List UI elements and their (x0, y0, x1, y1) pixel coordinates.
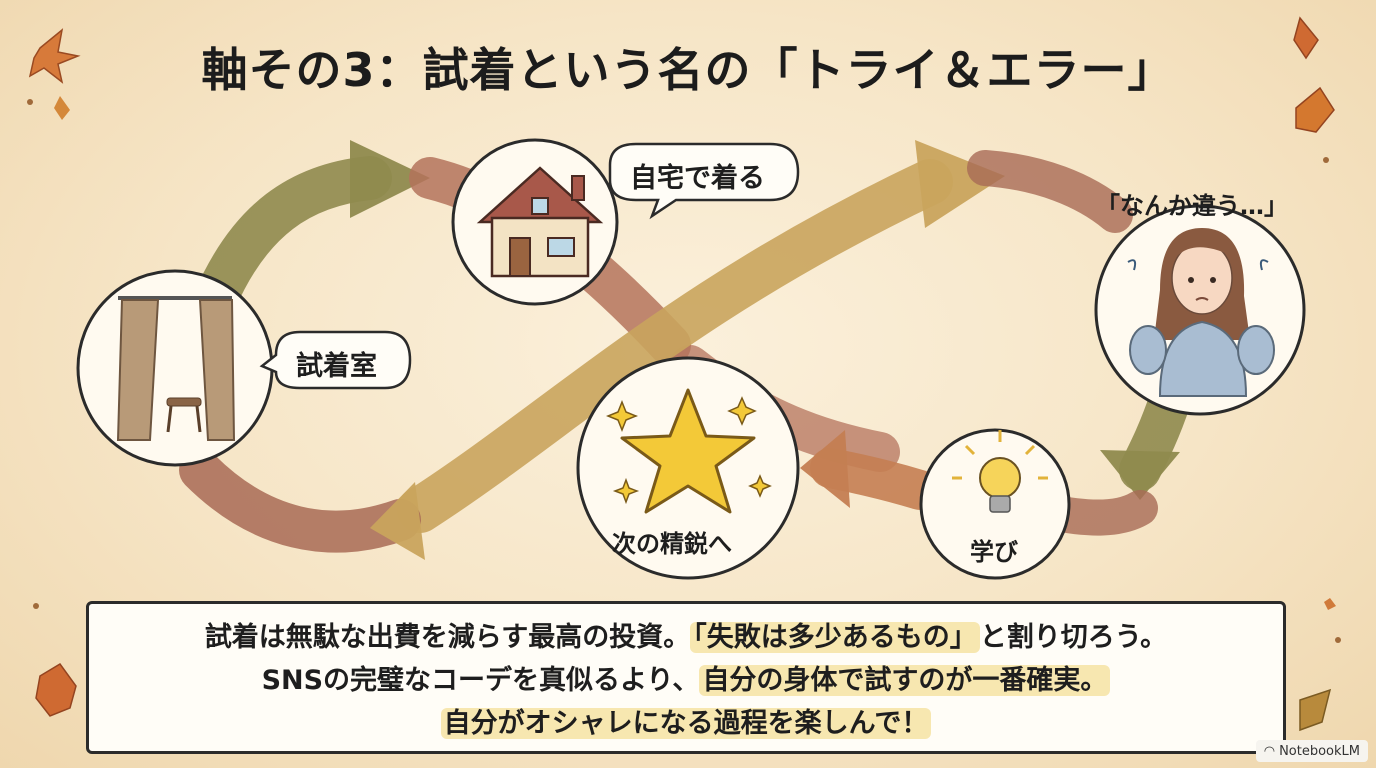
reaction-label: 「なんか違う…」 (1096, 192, 1288, 220)
house-icon (476, 166, 604, 278)
summary-text: と割り切ろう。 (979, 622, 1168, 653)
summary-line-2: SNSの完璧なコーデを真似るより、自分の身体で試すのが一番確実。 (89, 659, 1283, 702)
summary-highlight: 自分がオシャレになる過程を楽しんで！ (440, 708, 932, 739)
lightbulb-icon (952, 430, 1048, 513)
learning-label: 学び (970, 538, 1018, 566)
arrow-head-icon (1100, 450, 1180, 500)
slide-title: 軸その3：試着という名の「トライ＆エラー」 (201, 43, 1175, 97)
confused-woman-icon (1127, 228, 1275, 397)
badge-label: NotebookLM (1279, 743, 1360, 759)
arrow-head-icon (915, 140, 1005, 228)
speech-bubble (608, 142, 800, 220)
fitting-room-node (76, 269, 412, 467)
home-node (451, 138, 800, 306)
summary-box: 試着は無駄な出費を減らす最高の投資。「失敗は多少あるもの」と割り切ろう。 SNS… (86, 601, 1286, 754)
learning-node (919, 428, 1071, 580)
next-label: 次の精鋭へ (612, 530, 732, 558)
autumn-leaf-icon (27, 16, 1341, 732)
next-node (576, 356, 800, 580)
summary-line-3: 自分がオシャレになる過程を楽しんで！ (89, 702, 1283, 745)
summary-text: SNSの完璧なコーデを真似るより、 (261, 665, 700, 696)
arrow-head-icon (350, 140, 430, 218)
summary-text: 試着は無駄な出費を減らす最高の投資。 (204, 622, 691, 653)
reaction-node (1094, 204, 1306, 416)
summary-line-1: 試着は無駄な出費を減らす最高の投資。「失敗は多少あるもの」と割り切ろう。 (89, 616, 1283, 659)
notebooklm-logo-icon: ◠ (1263, 743, 1276, 759)
star-icon (605, 388, 772, 514)
summary-highlight: 自分の身体で試すのが一番確実。 (699, 665, 1111, 696)
notebooklm-badge: ◠ NotebookLM (1255, 740, 1368, 762)
curtain-icon (116, 296, 236, 441)
speech-bubble (259, 330, 412, 390)
arrow-head-icon (800, 430, 850, 508)
summary-highlight: 「失敗は多少あるもの」 (690, 622, 980, 653)
fitting-room-label: 試着室 (296, 351, 377, 382)
home-label: 自宅で着る (630, 163, 765, 194)
arrow-head-icon (370, 482, 425, 560)
